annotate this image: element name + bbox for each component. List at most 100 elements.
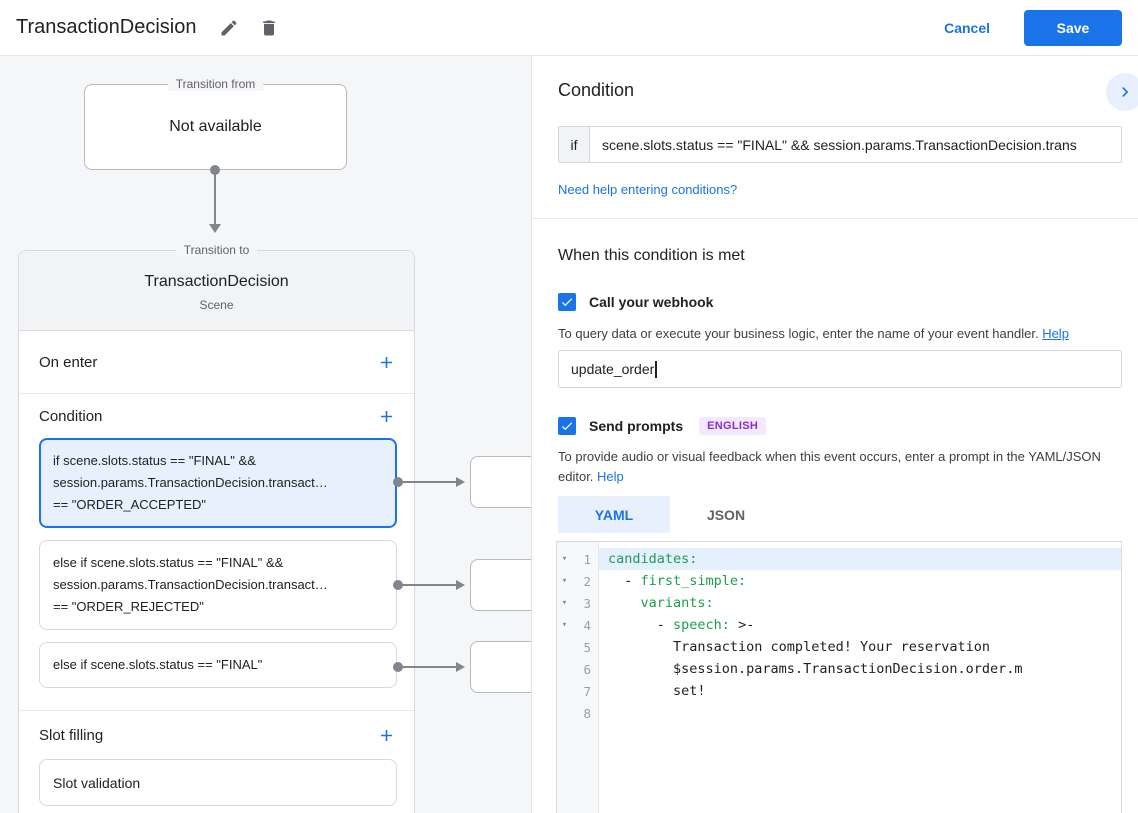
webhook-handler-input[interactable]: update_order [558, 350, 1122, 388]
condition-cards-list: if scene.slots.status == "FINAL" && sessi… [19, 438, 414, 688]
code-line[interactable]: $session.params.TransactionDecision.orde… [599, 658, 1121, 680]
chevron-right-icon [1122, 87, 1129, 97]
condition-section-label: Condition [39, 407, 103, 425]
gutter-line[interactable]: ▾1 [557, 548, 598, 570]
condition-rule-card[interactable]: if scene.slots.status == "FINAL" && sessi… [39, 438, 397, 528]
code-line[interactable] [599, 702, 1121, 724]
condition-expression-field: if scene.slots.status == "FINAL" && sess… [558, 126, 1122, 163]
line-number: 5 [583, 639, 591, 655]
condition-rule-card[interactable]: else if scene.slots.status == "FINAL" &&… [39, 540, 397, 630]
fold-arrow-icon[interactable]: ▾ [561, 620, 568, 630]
yaml-text-token: $session.params.TransactionDecision.orde… [608, 661, 1023, 677]
send-prompts-checkbox[interactable] [558, 417, 576, 435]
text-caret [655, 360, 657, 378]
transition-from-legend: Transition from [167, 77, 264, 91]
tab-yaml[interactable]: YAML [558, 496, 670, 533]
connector-line [214, 170, 216, 225]
yaml-text-token: >- [729, 617, 755, 633]
delete-trash-icon[interactable] [258, 17, 280, 39]
on-enter-section-row: On enter [19, 331, 414, 394]
scene-card-title: TransactionDecision [144, 273, 289, 290]
collapse-panel-button[interactable] [1106, 73, 1138, 111]
transition-from-content: Not available [169, 118, 262, 135]
yaml-key-token: candidates: [608, 551, 698, 567]
condition-rule-line: == "ORDER_REJECTED" [53, 599, 204, 614]
condition-rule-line: if scene.slots.status == "FINAL" && [53, 453, 256, 468]
webhook-description-text: To query data or execute your business l… [558, 326, 1043, 341]
fold-arrow-icon[interactable]: ▾ [561, 576, 568, 586]
top-header: TransactionDecision Cancel Save [0, 0, 1138, 56]
condition-rule-card[interactable]: else if scene.slots.status == "FINAL" [39, 642, 397, 688]
connector-line [399, 666, 457, 668]
webhook-help-link[interactable]: Help [1042, 326, 1069, 341]
transition-to-legend: Transition to [175, 243, 258, 257]
code-line[interactable]: - first_simple: [599, 570, 1121, 592]
if-prefix-label: if [559, 127, 590, 162]
checkmark-icon [561, 298, 573, 307]
scene-card-subtitle: Scene [199, 298, 234, 312]
condition-rule-line: session.params.TransactionDecision.trans… [53, 475, 328, 490]
call-webhook-checkbox[interactable] [558, 293, 576, 311]
code-line[interactable]: set! [599, 680, 1121, 702]
gutter-line[interactable]: 7 [557, 680, 598, 702]
yaml-text-token [608, 595, 641, 611]
checkmark-icon [561, 422, 573, 431]
editor-format-tabs: YAML JSON [558, 496, 782, 533]
slot-validation-card[interactable]: Slot validation [39, 759, 397, 806]
scene-card-header[interactable]: TransactionDecision Scene [19, 251, 414, 331]
condition-rule-line: else if scene.slots.status == "FINAL" && [53, 555, 284, 570]
add-condition-button[interactable] [372, 402, 400, 430]
line-number: 3 [583, 595, 591, 611]
line-number: 6 [583, 661, 591, 677]
yaml-text-token: - [608, 617, 674, 633]
editor-code-area[interactable]: candidates: - first_simple: variants: - … [599, 542, 1121, 813]
transition-to-card: Transition to TransactionDecision Scene … [18, 243, 415, 813]
yaml-text-token: - [608, 573, 641, 589]
yaml-text-token: Transaction completed! Your reservation [608, 639, 991, 655]
gutter-line[interactable]: 5 [557, 636, 598, 658]
gutter-line[interactable]: ▾2 [557, 570, 598, 592]
tab-json[interactable]: JSON [706, 506, 746, 523]
transition-target-box[interactable] [470, 456, 542, 508]
code-line[interactable]: - speech: >- [599, 614, 1121, 636]
transition-target-box[interactable] [470, 641, 542, 693]
line-number: 7 [583, 683, 591, 699]
condition-detail-panel: Condition if scene.slots.status == "FINA… [532, 56, 1138, 813]
panel-divider [532, 218, 1138, 219]
gutter-line[interactable]: ▾4 [557, 614, 598, 636]
connector-arrowhead-right [456, 580, 465, 590]
prompts-description: To provide audio or visual feedback when… [558, 447, 1118, 487]
condition-help-link[interactable]: Need help entering conditions? [558, 182, 738, 197]
yaml-key-token: first_simple: [640, 573, 747, 589]
code-line[interactable]: variants: [599, 592, 1121, 614]
add-on-enter-button[interactable] [372, 348, 400, 376]
slot-filling-label: Slot filling [39, 726, 104, 744]
page-title: TransactionDecision [16, 16, 197, 38]
transition-from-box: Transition from Not available [84, 77, 347, 170]
when-met-heading: When this condition is met [558, 247, 745, 264]
edit-pencil-icon[interactable] [218, 17, 240, 39]
connector-arrowhead-right [456, 477, 465, 487]
cancel-button[interactable]: Cancel [944, 19, 990, 36]
line-number: 1 [583, 551, 591, 567]
line-number: 2 [583, 573, 591, 589]
prompts-help-link[interactable]: Help [597, 469, 624, 484]
code-line[interactable]: candidates: [599, 548, 1121, 570]
fold-arrow-icon[interactable]: ▾ [561, 598, 568, 608]
connector-dot [393, 580, 403, 590]
save-button[interactable]: Save [1024, 9, 1122, 46]
gutter-line[interactable]: 8 [557, 702, 598, 724]
call-webhook-row: Call your webhook [558, 293, 713, 311]
gutter-line[interactable]: ▾3 [557, 592, 598, 614]
code-line[interactable]: Transaction completed! Your reservation [599, 636, 1121, 658]
condition-expression-input[interactable]: scene.slots.status == "FINAL" && session… [602, 136, 1077, 153]
condition-rule-line: session.params.TransactionDecision.trans… [53, 577, 328, 592]
connector-arrowhead-down [209, 224, 221, 233]
line-number: 8 [583, 705, 591, 721]
add-slot-button[interactable] [372, 721, 400, 749]
gutter-line[interactable]: 6 [557, 658, 598, 680]
fold-arrow-icon[interactable]: ▾ [561, 554, 568, 564]
send-prompts-row: Send prompts ENGLISH [558, 417, 767, 435]
